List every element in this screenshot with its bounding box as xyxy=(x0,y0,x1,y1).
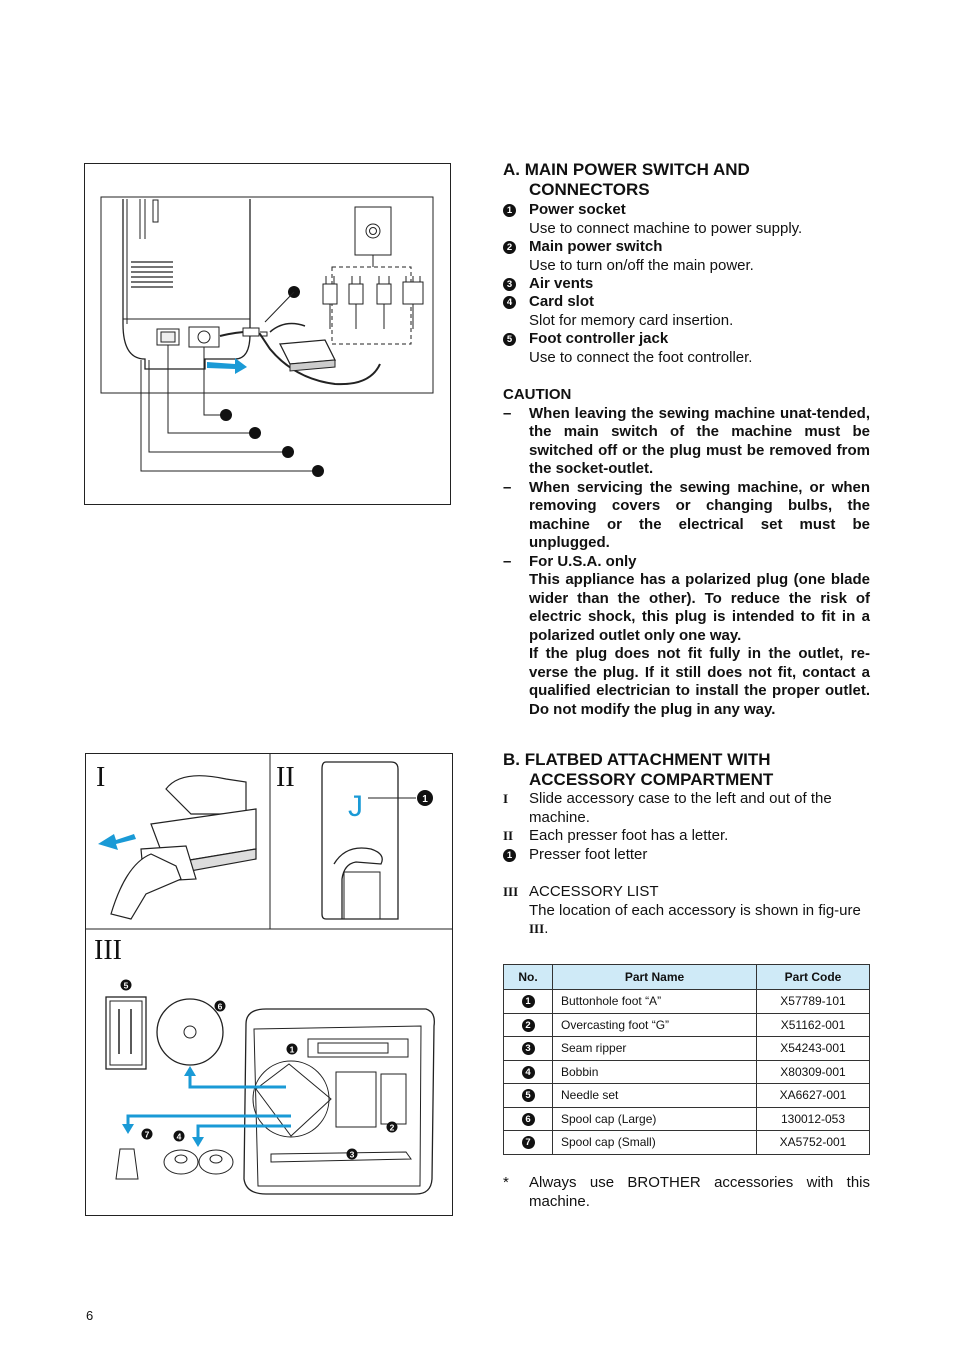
callout-6: 6 xyxy=(218,1002,223,1012)
panel-i-label: I xyxy=(96,762,105,793)
power-socket-label: Power socket xyxy=(529,201,626,218)
caution-item-3: – For U.S.A. only This appliance has a p… xyxy=(503,552,870,718)
section-b-line-ii: II Each presser foot has a letter. xyxy=(503,827,729,844)
section-a-item-3: 3 Air vents xyxy=(503,275,873,294)
col-no: No. xyxy=(503,964,553,990)
callout-4: 4 xyxy=(177,1132,182,1142)
callout-1: 1 xyxy=(422,794,428,805)
callout-3: 3 xyxy=(350,1150,355,1160)
table-header-row: No. Part Name Part Code xyxy=(503,964,870,990)
section-a-item-1: 1 Power socket Use to connect machine to… xyxy=(503,201,873,238)
figure-flatbed-attachment: I II III J 1 5 6 xyxy=(85,753,453,1216)
section-a-title: A. MAIN POWER SWITCH AND CONNECTORS xyxy=(503,160,750,199)
foot-letter: J xyxy=(348,790,363,823)
page-number: 6 xyxy=(86,1308,94,1323)
section-b-line-iii: III ACCESSORY LIST The location of each … xyxy=(503,883,861,937)
panel-iii-label: III xyxy=(94,935,122,966)
section-b-line-1: 1 Presser foot letter xyxy=(503,846,873,865)
figure-power-connectors xyxy=(84,163,451,505)
col-part-name: Part Name xyxy=(552,964,757,990)
caution-item-1: – When leaving the sewing machine unat-t… xyxy=(503,404,870,478)
card-slot-desc: Slot for memory card insertion. xyxy=(529,311,734,329)
caution-block: CAUTION – When leaving the sewing machin… xyxy=(503,386,870,719)
main-power-switch-desc: Use to turn on/off the main power. xyxy=(529,256,754,274)
callout-7: 7 xyxy=(145,1130,150,1140)
caution-item-2: – When servicing the sewing machine, or … xyxy=(503,478,870,552)
section-a-item-4: 4 Card slot Slot for memory card inserti… xyxy=(503,293,873,330)
section-b-title: B. FLATBED ATTACHMENT WITH ACCESSORY COM… xyxy=(503,750,774,789)
section-a-item-5: 5 Foot controller jack Use to connect th… xyxy=(503,330,873,367)
card-slot-label: Card slot xyxy=(529,293,595,310)
callout-2: 2 xyxy=(390,1123,395,1133)
caution-heading: CAUTION xyxy=(503,386,572,403)
callout-5: 5 xyxy=(124,981,129,991)
power-connectors-illustration xyxy=(100,196,434,477)
section-a-item-2: 2 Main power switch Use to turn on/off t… xyxy=(503,238,873,275)
flatbed-illustration: I II III J 1 5 6 xyxy=(86,754,452,1195)
callout-1b: 1 xyxy=(290,1045,295,1055)
section-b-line-i: I Slide accessory case to the left and o… xyxy=(503,790,832,826)
foot-controller-jack-desc: Use to connect the foot controller. xyxy=(529,348,753,366)
panel-ii-label: II xyxy=(276,762,295,793)
air-vents-label: Air vents xyxy=(529,275,594,292)
power-socket-desc: Use to connect machine to power supply. xyxy=(529,219,803,237)
foot-controller-jack-label: Foot controller jack xyxy=(529,330,669,347)
footnote: * Always use BROTHER accessories with th… xyxy=(503,1174,870,1210)
col-part-code: Part Code xyxy=(756,964,870,990)
main-power-switch-label: Main power switch xyxy=(529,238,663,255)
